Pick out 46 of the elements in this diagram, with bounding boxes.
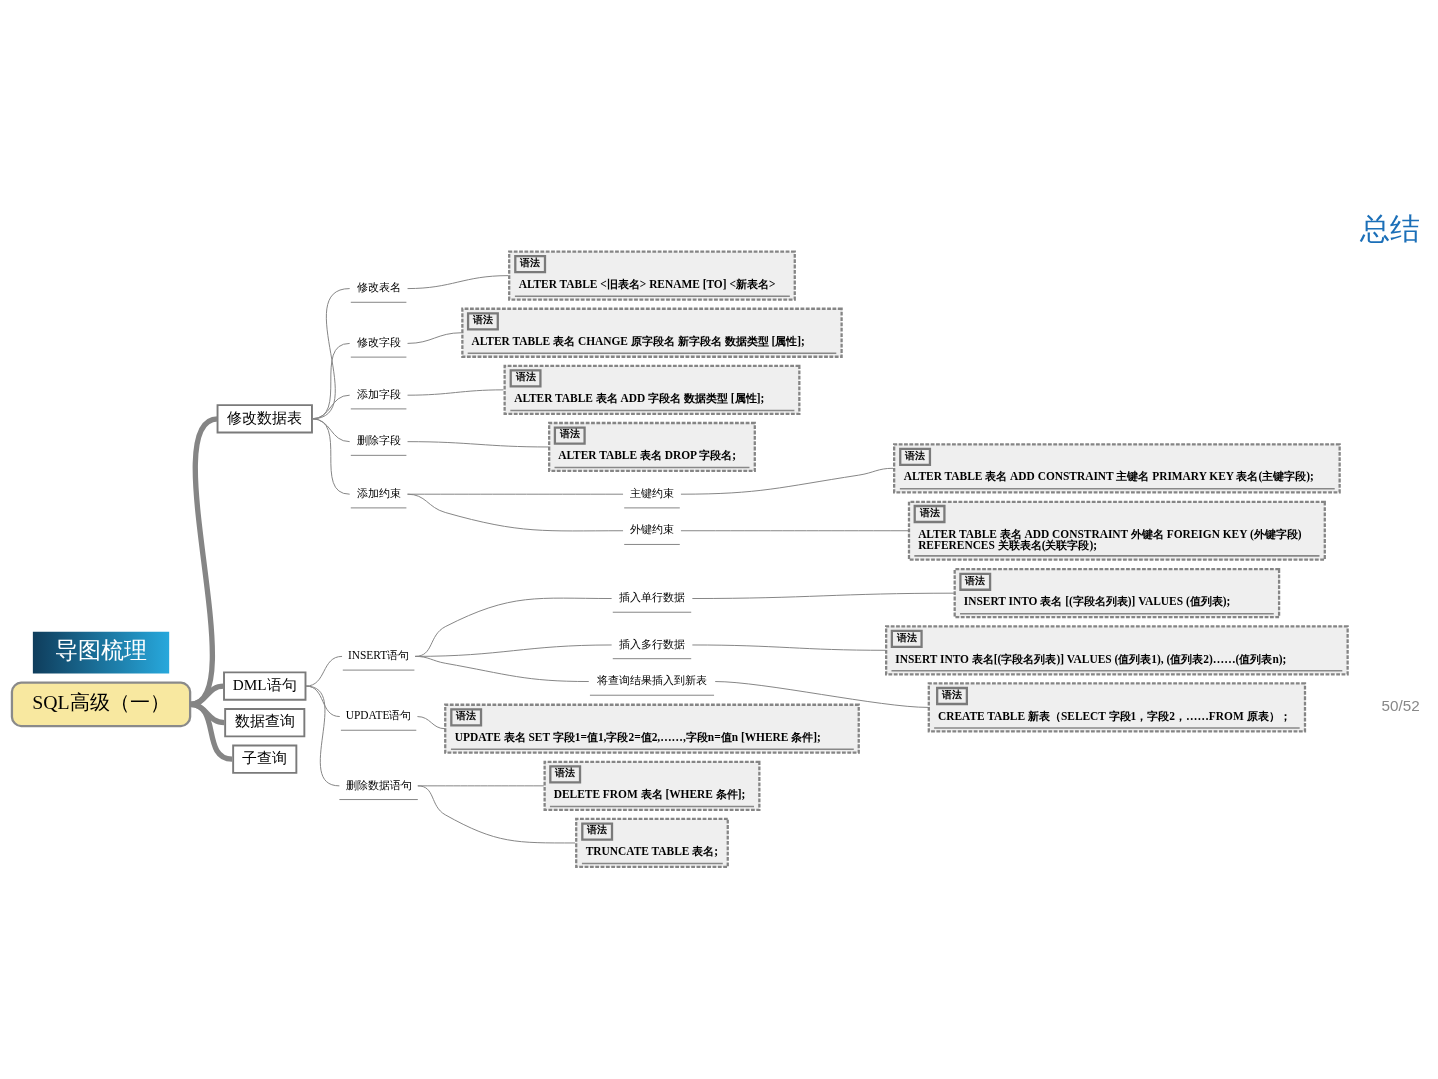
connector	[407, 389, 504, 396]
node-box: 语法 ALTER TABLE 表名 ADD CONSTRAINT 外键名 FOREIGN KEY (外键字段) REFERENCES 关联表名(关联字段);	[907, 500, 1326, 561]
node-text: 删除字段	[356, 434, 401, 447]
connector	[407, 275, 509, 290]
node-text: 外键约束	[629, 523, 674, 536]
node-text: 添加字段	[356, 387, 401, 400]
connector	[407, 441, 549, 448]
node-box: 语法 TRUNCATE TABLE 表名;	[575, 817, 729, 869]
connector	[305, 685, 340, 787]
label: 导图梳理	[55, 638, 148, 664]
node-box: 语法 INSERT INTO 表名[(字段名列表)] VALUES (值列表1), (值列表2)……(值列表n);	[885, 625, 1349, 676]
connector	[680, 467, 894, 495]
node-text: 将查询结果插入到新表	[596, 674, 707, 687]
node-text: 插入单行数据	[618, 591, 685, 604]
node-text: 主键约束	[629, 486, 674, 499]
node-box: 子查询	[232, 744, 298, 774]
node-box: 数据查询	[224, 708, 306, 738]
connector	[407, 493, 624, 532]
node-box: 语法 ALTER TABLE 表名 DROP 字段名;	[548, 421, 756, 473]
node-text: INSERT语句	[347, 649, 410, 662]
connector	[680, 530, 909, 532]
connector	[416, 716, 446, 730]
node-box: 语法 CREATE TABLE 新表（SELECT 字段1，字段2，……FROM 原表）；	[927, 682, 1307, 733]
node-box: SQL高级（一）	[10, 681, 192, 728]
connector	[407, 332, 463, 344]
connector	[311, 418, 351, 495]
connector	[691, 592, 955, 599]
node-text: 插入多行数据	[618, 637, 685, 650]
node-box: 语法 ALTER TABLE 表名 ADD CONSTRAINT 主键名 PRIMARY KEY 表名(主键字段);	[893, 443, 1341, 494]
node-box: 语法 ALTER TABLE <旧表名> RENAME [TO] <新表名>	[508, 250, 796, 301]
node-text: UPDATE语句	[345, 709, 412, 722]
label: 50/52	[1381, 697, 1420, 715]
node-text: 添加约束	[356, 486, 401, 499]
connector	[414, 655, 590, 682]
node-box: 修改数据表	[216, 404, 313, 434]
connector	[714, 681, 929, 708]
connector	[691, 644, 887, 651]
node-box: DML语句	[223, 671, 307, 701]
connector	[189, 701, 233, 762]
diagram-title: 总结	[1359, 212, 1420, 247]
node-box: 语法 INSERT INTO 表名 [(字段名列表)] VALUES (值列表);	[953, 568, 1281, 619]
connector	[305, 655, 343, 687]
node-text: 修改字段	[356, 336, 401, 349]
node-text: 修改表名	[356, 281, 401, 294]
connector	[417, 785, 576, 844]
node-text: 删除数据语句	[345, 778, 412, 791]
